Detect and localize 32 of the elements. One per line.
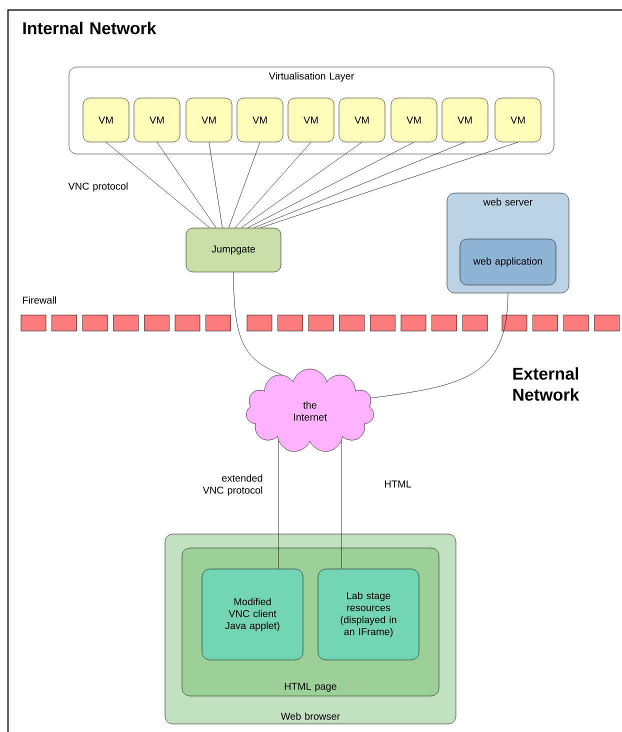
connector-line [234,142,312,228]
connector-line [341,440,342,569]
connector-line [156,142,216,228]
connector-line [260,142,518,228]
resources-box: Lab stage resources (displayed in an IFrame) [318,568,420,660]
vm-box: VM [82,98,130,142]
vm-box: VM [134,98,180,142]
heading: Internal Network [23,22,156,34]
edge-label: HTML [385,480,412,488]
connector-line [241,142,362,228]
vm-box: VM [186,98,232,142]
connector-line [208,142,223,228]
applet-box: Modified VNC client Java applet) [202,568,304,660]
vm-box: VM [288,98,334,142]
jumpgate-box: Jumpgate [186,228,282,272]
vm-box: VM [494,98,542,142]
connector-line [370,293,508,398]
vm-box: VM [390,98,438,142]
firewall-label: Firewall [23,296,56,304]
edge-label: extended VNC protocol [202,474,262,496]
heading: External Network [513,367,580,401]
vm-box: VM [338,98,386,142]
connector-line [228,142,260,228]
connector-line [254,142,466,228]
connector-line [247,142,414,228]
vm-box: VM [442,98,488,142]
connector-line [278,440,279,569]
vm-box: VM [236,98,284,142]
application-box: web application [460,238,556,286]
connector-line [233,272,282,375]
protocol-label: VNC protocol [68,182,128,192]
connector-line [106,142,210,228]
